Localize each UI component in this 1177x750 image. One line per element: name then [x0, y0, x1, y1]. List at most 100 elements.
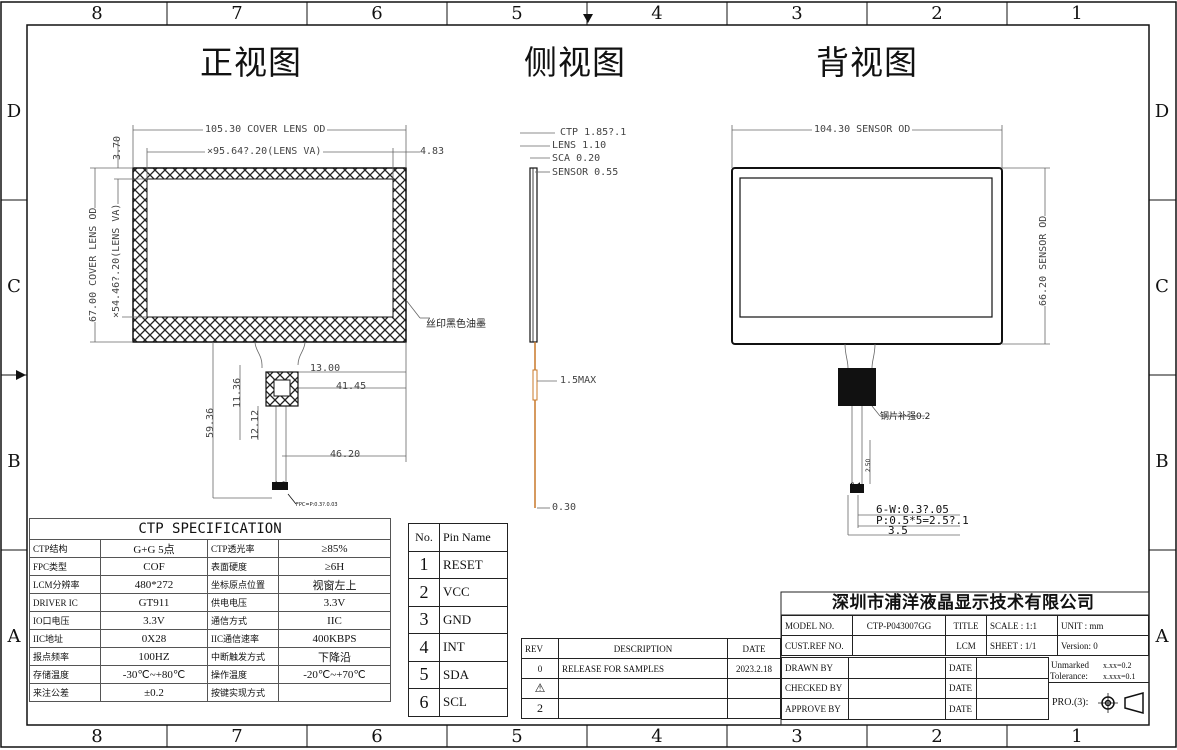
lcm-label: LCM: [945, 635, 987, 656]
spec-label: 供电电压: [207, 593, 279, 612]
sheet-label: SHEET : 1/1: [986, 635, 1058, 656]
spec-label: IIC地址: [29, 629, 101, 648]
pin-number: 2: [408, 578, 440, 607]
pin-number: 5: [408, 660, 440, 689]
silk-print-note: 丝印黑色油墨: [426, 319, 486, 330]
projection-label: PRO.(3):: [1052, 697, 1089, 708]
drawn-date-value: [976, 657, 1049, 679]
pin-name: RESET: [439, 550, 508, 579]
rev-date: 2023.2.18: [727, 658, 781, 679]
spec-label: LCM分辨率: [29, 575, 101, 594]
grid-col-7-top: 7: [231, 3, 243, 24]
spec-value: 视窗左上: [278, 575, 391, 594]
rev-date: [727, 698, 781, 719]
spec-row: 报点频率 100HZ 中断触发方式 下降沿: [29, 647, 391, 666]
spec-value: GT911: [100, 593, 208, 612]
spec-row: IIC地址 0X28 IIC通信速率 400KBPS: [29, 629, 391, 648]
side-view: [520, 132, 557, 509]
side-stack: [529, 167, 538, 343]
side-lens: LENS 1.10: [552, 140, 607, 151]
rev-description: [558, 698, 728, 719]
checked-date-value: [976, 677, 1049, 699]
dim-lens-va-width: ×95.64?.20(LENS VA): [205, 146, 324, 157]
dim-1212: 12.12: [250, 409, 261, 440]
spec-label: 通信方式: [207, 611, 279, 630]
drawn-by-value: [848, 657, 946, 679]
cust-ref-value: [852, 635, 946, 656]
front-pin-6: 6: [281, 480, 286, 490]
grid-col-8-bottom: 8: [91, 726, 103, 747]
spec-value: 下降沿: [278, 647, 391, 666]
spec-label: 操作温度: [207, 665, 279, 684]
grid-col-5-bottom: 5: [511, 726, 523, 747]
spec-row: LCM分辨率 480*272 坐标原点位置 视窗左上: [29, 575, 391, 594]
spec-row: 存储温度 -30℃~+80℃ 操作温度 -20℃~+70℃: [29, 665, 391, 684]
unit-label: UNIT : mm: [1057, 615, 1149, 636]
dim-5936: 59.36: [205, 407, 216, 438]
grid-col-7-bottom: 7: [231, 726, 243, 747]
pitch-total: P:0.5*5=2.5?.1: [876, 514, 969, 527]
grid-row-c-left: C: [7, 276, 21, 297]
spec-value: -30℃~+80℃: [100, 665, 208, 684]
front-view: [90, 125, 430, 505]
spec-label: IO口电压: [29, 611, 101, 630]
dim-offset-483: 4.83: [420, 146, 445, 157]
front-view-title: 正视图: [200, 43, 302, 82]
grid-col-3-top: 3: [791, 3, 803, 24]
grid-row-c-right: C: [1155, 276, 1169, 297]
fpc-pins-back: [850, 484, 864, 493]
spec-row: 来注公差 ±0.2 按键实现方式: [29, 683, 391, 702]
version-label: Version: 0: [1057, 635, 1149, 656]
spec-value: 0X28: [100, 629, 208, 648]
grid-row-b-left: B: [7, 451, 21, 472]
pitch-width: 6-W:0.3?.05: [876, 503, 949, 516]
grid-row-d-left: D: [6, 101, 22, 122]
side-view-title: 侧视图: [524, 43, 626, 82]
dim-offset-370: 3.70: [112, 135, 123, 160]
tolerance-label-1: Unmarked: [1051, 660, 1089, 670]
pin-number: 4: [408, 633, 440, 662]
revision-table: REV DESCRIPTION DATE 0 RELEASE FOR SAMPL…: [521, 638, 781, 719]
back-view-title: 背视图: [816, 43, 918, 82]
spec-row: DRIVER IC GT911 供电电压 3.3V: [29, 593, 391, 612]
spec-label: CTP透光率: [207, 539, 279, 558]
pin-header-no: No.: [408, 523, 440, 552]
spec-label: 按键实现方式: [207, 683, 279, 702]
spec-label: 坐标原点位置: [207, 575, 279, 594]
rev-row: ⚠: [521, 678, 781, 699]
model-value: CTP-P043007GG: [852, 615, 946, 636]
dim-4620: 46.20: [330, 449, 361, 460]
spec-value: 3.3V: [278, 593, 391, 612]
grid-col-2-top: 2: [931, 3, 943, 24]
rev-number: 2: [521, 698, 559, 719]
approval-table: DRAWN BY DATE CHECKED BY DATE APPROVE BY…: [781, 657, 1049, 720]
grid-col-8-top: 8: [91, 3, 103, 24]
tolerance-xxx: x.xxx=0.1: [1103, 672, 1136, 681]
spec-value: 100HZ: [100, 647, 208, 666]
grid-col-4-top: 4: [651, 3, 663, 24]
pin-name: GND: [439, 605, 508, 634]
cust-ref-label: CUST.REF NO.: [781, 635, 853, 656]
spec-label: 表面硬度: [207, 557, 279, 576]
stiffener-note: 钢片补强0.2: [880, 412, 931, 422]
tolerance-xx: x.xx=0.2: [1103, 661, 1132, 670]
spec-label: 报点频率: [29, 647, 101, 666]
pin-name: SDA: [439, 660, 508, 689]
pitch-35: 3.5: [888, 524, 908, 537]
approve-date-label: DATE: [945, 698, 977, 720]
drawn-by-label: DRAWN BY: [781, 657, 849, 679]
back-pin-6: 6: [850, 481, 855, 491]
spec-value: 3.3V: [100, 611, 208, 630]
sensor-va: [739, 177, 993, 318]
pin-number: 1: [408, 550, 440, 579]
checked-by-value: [848, 677, 946, 699]
dim-cover-lens-width: 105.30 COVER LENS OD: [203, 124, 328, 135]
grid-col-3-bottom: 3: [791, 726, 803, 747]
center-mark-top: [583, 14, 593, 23]
ctp-spec-table: CTP SPECIFICATION CTP结构 G+G 5点 CTP透光率 ≥8…: [29, 518, 391, 702]
side-ctp: CTP 1.85?.1: [560, 127, 627, 138]
